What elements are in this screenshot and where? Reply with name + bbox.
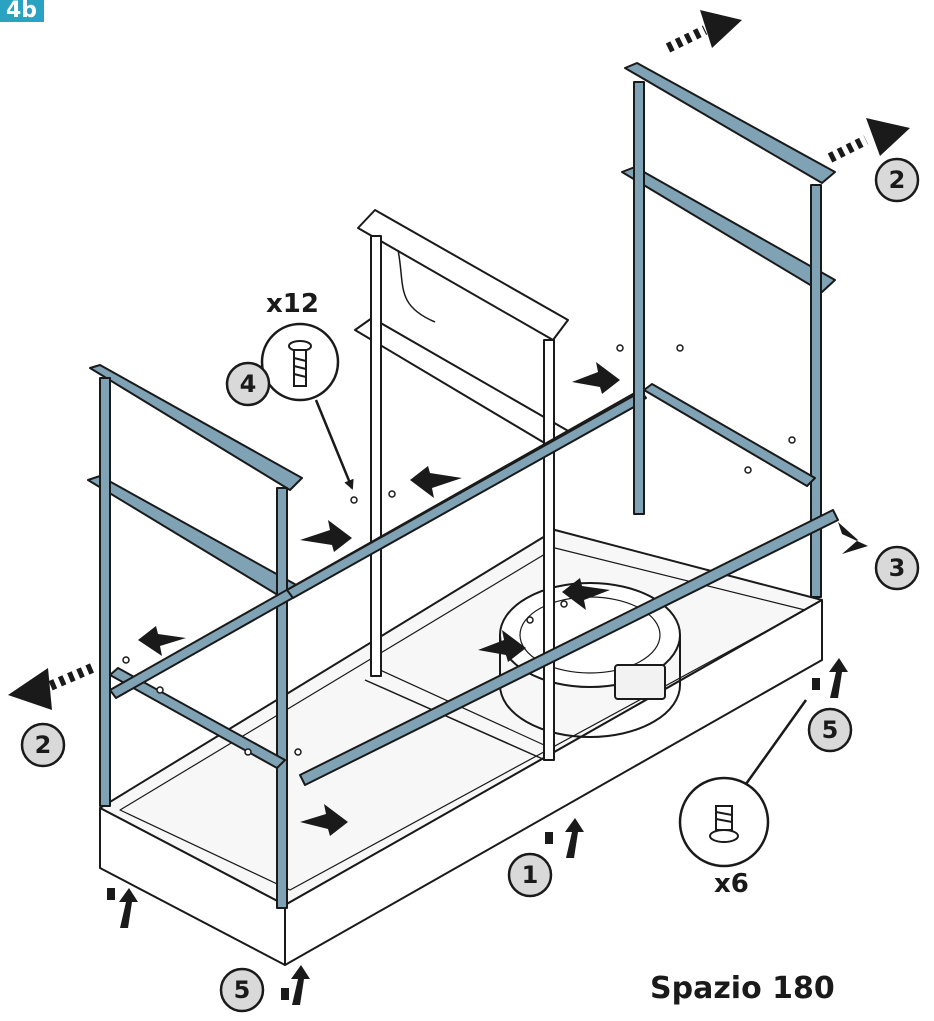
cabinet-side-panel [284,599,823,966]
left-frame-right-post [276,487,288,909]
screw-foot-detail: x6 [678,699,808,899]
screw-foot-icon [709,805,739,843]
callout-5-right: 5 [807,707,853,753]
arrow-up-right [829,658,848,698]
arrow-push-b [410,466,462,498]
cabinet-inner-floor [119,547,806,891]
arrow-up-1 [565,818,584,858]
right-frame-mid-bracket [621,166,836,293]
screw-small-quantity: x12 [266,289,319,319]
callout-2-top: 2 [874,157,920,203]
callout-4-label: 4 [240,370,257,398]
cabinet-divider-2 [379,669,556,751]
callout-1: 1 [507,852,553,898]
arrow-push-3 [838,522,868,554]
motion-arrows [8,10,910,1005]
callout-2-left: 2 [20,722,66,768]
left-frame-crossbar [109,667,286,769]
left-frame [87,364,647,909]
callout-3-label: 3 [889,554,906,582]
arrow-push-c [572,362,620,394]
screw-small-icon [288,340,312,387]
arrow-push-a [300,520,352,552]
callout-5-bottom-label: 5 [234,976,251,1004]
arrow-top-right-2 [827,118,910,163]
product-name: Spazio 180 [650,971,835,1006]
center-frame-mid-bracket [354,317,571,449]
center-frame [354,209,571,761]
screw-small-detail: x12 [260,289,354,490]
small-screws [122,344,796,756]
arrow-top-right-1 [665,10,742,53]
motor-housing-side [499,635,681,738]
right-frame-right-post [810,184,822,598]
arrow-push-d [138,626,186,656]
left-frame-left-post [99,377,111,807]
arrow-push-f [478,630,526,662]
right-frame-crossbar [643,383,816,487]
step-badge-label: 4b [6,0,37,23]
cabinet-divider [364,679,546,761]
callout-4: 4 [225,361,271,407]
callout-5-right-label: 5 [822,716,839,744]
center-frame-top-bracket [357,209,569,341]
left-frame-mid-bracket [87,475,301,601]
center-frame-left-post [370,235,382,677]
step-badge: 4b [0,0,44,23]
arrow-up-left [119,888,138,928]
screw-foot-quantity: x6 [714,869,749,899]
left-frame-top-bracket [89,364,303,491]
foot-screws [107,678,820,1000]
right-frame [299,62,839,786]
arrow-push-g [562,578,610,610]
right-frame-top-bracket [624,62,836,184]
callout-1-label: 1 [522,861,539,889]
arrow-push-e [300,804,348,836]
right-frame-left-post [633,81,645,515]
callout-2-left-label: 2 [35,731,52,759]
arrow-up-bottom [291,965,310,1005]
callout-5-bottom: 5 [219,967,265,1013]
motor-control-box [614,664,666,700]
callout-3: 3 [874,545,920,591]
diagonal-rail [299,509,839,786]
center-frame-right-post [543,339,555,761]
callout-2-top-label: 2 [889,166,906,194]
arrow-left-out [8,663,94,710]
cable [397,249,436,323]
base-cabinet [99,529,823,966]
